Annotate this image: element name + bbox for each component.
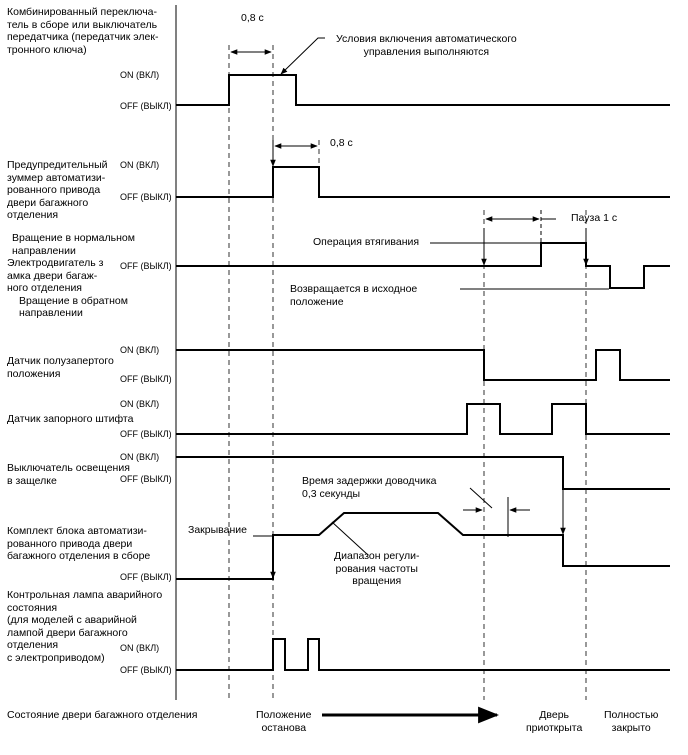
annotation-t1: 0,8 с [241, 12, 264, 24]
annotation-conditions: Условия включения автоматического управл… [336, 33, 517, 58]
state-off-lock-motor: OFF (ВЫКЛ) [120, 261, 172, 271]
annotation-speed-range: Диапазон регули- рования частоты вращени… [334, 550, 420, 587]
annotation-return: Возвращается в исходное положение [290, 283, 418, 308]
state-off-power-door-unit: OFF (ВЫКЛ) [120, 572, 172, 582]
door-state-closed: Полностью закрыто [604, 709, 659, 734]
signal-label-latch-light-switch: Выключатель освещения в защелке [7, 462, 130, 487]
closer-delay-leader [469, 487, 493, 509]
state-off-warning-buzzer: OFF (ВЫКЛ) [120, 192, 172, 202]
annotation-t2: 0,8 с [330, 137, 353, 149]
state-off-combo-switch: OFF (ВЫКЛ) [120, 101, 172, 111]
speed-range-leader [331, 521, 369, 556]
state-off-latch-light-switch: OFF (ВЫКЛ) [120, 474, 172, 484]
annotation-retraction: Операция втягивания [313, 236, 420, 248]
waveform-half-latch-sensor [176, 349, 670, 381]
signal-label-lock-motor: Вращение в нормальном направлении Электр… [7, 232, 135, 319]
door-state-stop: Положение останова [256, 709, 312, 734]
annotation-closer-delay: Время задержки доводчика 0,3 секунды [302, 475, 437, 500]
signal-label-power-door-unit: Комплект блока автоматизи- рованного при… [7, 525, 151, 562]
state-on-latch-light-switch: ON (ВКЛ) [120, 452, 160, 462]
annotation-pause: Пауза 1 с [571, 212, 618, 224]
state-on-pawl-sensor: ON (ВКЛ) [120, 399, 160, 409]
signal-label-half-latch-sensor: Датчик полузапертого положения [7, 355, 114, 380]
waveform-lock-motor [176, 242, 670, 289]
state-off-pawl-sensor: OFF (ВЫКЛ) [120, 429, 172, 439]
signal-label-pawl-sensor: Датчик запорного штифта [7, 413, 134, 425]
waveform-warning-buzzer [176, 166, 670, 198]
state-on-warning-buzzer: ON (ВКЛ) [120, 160, 160, 170]
signal-label-combo-switch: Комбинированный переключа- тель в сборе … [7, 6, 159, 56]
waveform-latch-light-switch [176, 456, 670, 490]
state-off-warning-lamp: OFF (ВЫКЛ) [120, 665, 172, 675]
waveform-combo-switch [176, 74, 670, 106]
state-on-half-latch-sensor: ON (ВКЛ) [120, 345, 160, 355]
door-state-ajar: Дверь приоткрыта [526, 709, 583, 734]
annotation-closing: Закрывание [188, 524, 247, 536]
state-off-half-latch-sensor: OFF (ВЫКЛ) [120, 374, 172, 384]
conditions-leader [280, 37, 325, 75]
waveform-pawl-sensor [176, 403, 670, 435]
state-on-combo-switch: ON (ВКЛ) [120, 70, 160, 80]
waveform-power-door-unit [176, 512, 670, 580]
signal-label-warning-lamp: Контрольная лампа аварийного состояния (… [7, 589, 163, 664]
waveform-warning-lamp [176, 638, 670, 671]
signal-label-warning-buzzer: Предупредительный зуммер автоматизи- ров… [7, 159, 108, 221]
state-on-warning-lamp: ON (ВКЛ) [120, 643, 160, 653]
door-state-label: Состояние двери багажного отделения [7, 709, 198, 721]
time-markers [228, 45, 587, 700]
